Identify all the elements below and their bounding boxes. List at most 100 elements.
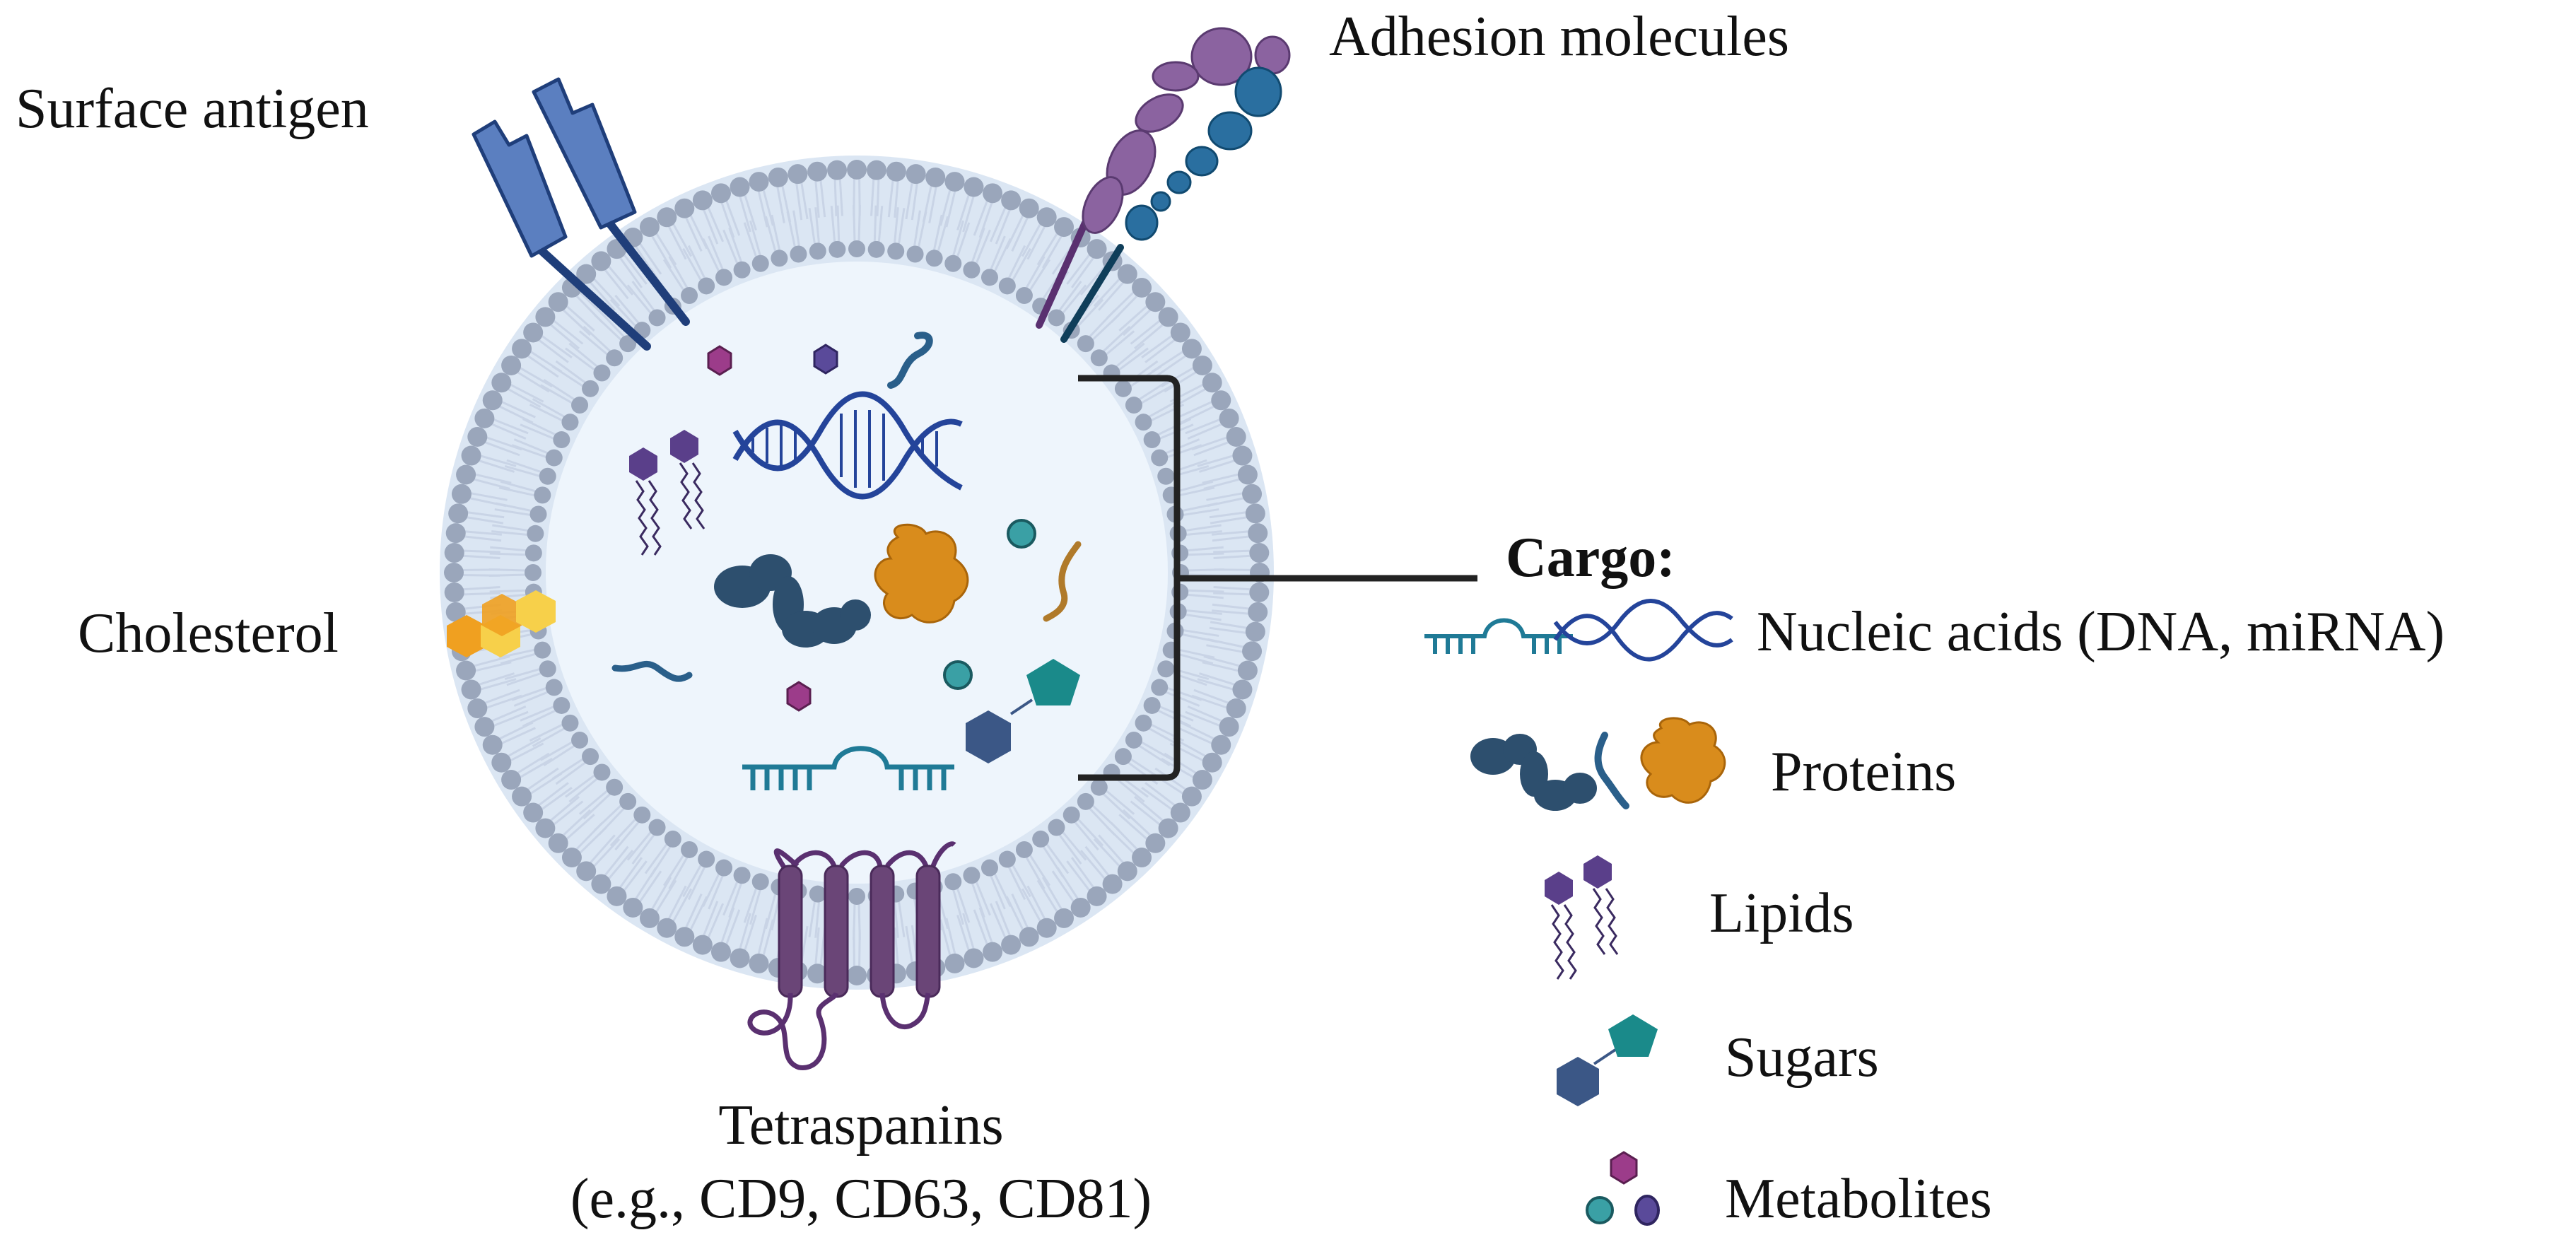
lipid-head — [501, 355, 522, 375]
lipid-head — [681, 287, 698, 305]
lipid-head — [1249, 543, 1270, 563]
proteins-legend-icon — [1470, 717, 1726, 811]
cargo-bracket — [1078, 375, 1477, 781]
lipid-head — [591, 251, 611, 271]
lipid-head — [607, 886, 627, 906]
lipid-head — [1036, 918, 1057, 938]
lipid-head — [733, 261, 751, 279]
lipid-head — [553, 696, 570, 714]
cholesterol-icon — [447, 590, 556, 657]
lipid-head — [1135, 714, 1152, 732]
lipid-head — [1090, 349, 1108, 367]
lipid-head — [571, 397, 589, 414]
lipid-head — [553, 431, 570, 449]
lipid-head — [1232, 679, 1253, 700]
lipid-head — [829, 240, 846, 258]
lipid-head — [1232, 445, 1253, 466]
lipid-head — [1211, 734, 1231, 755]
lipid-head — [730, 948, 750, 968]
lipid-head — [998, 850, 1016, 868]
vesicle — [440, 156, 1274, 990]
lipid-head — [1151, 679, 1169, 696]
lipid-head — [1001, 190, 1021, 211]
lipid-head — [657, 918, 677, 938]
lipid-head — [445, 523, 466, 544]
lipid-head — [983, 183, 1003, 204]
lipid-head — [790, 245, 807, 263]
lipid-head — [674, 927, 695, 947]
lipid-head — [998, 277, 1016, 295]
metabolite-icon — [1007, 519, 1036, 549]
lipid-head — [847, 966, 867, 985]
lipid-head — [571, 731, 589, 749]
lipid-head — [944, 254, 962, 272]
lipid-head — [606, 778, 623, 796]
lipid-head — [1102, 874, 1123, 894]
lipid-head — [523, 802, 544, 823]
lipid-head — [1087, 239, 1107, 259]
lipid-head — [1192, 770, 1212, 790]
lipid-head — [1048, 309, 1065, 327]
lipid-head — [482, 734, 503, 755]
sugars-legend-icon — [1557, 1014, 1658, 1106]
lipid-head — [1170, 802, 1190, 823]
lipid-head — [461, 679, 481, 700]
lipid-head — [1211, 390, 1231, 411]
lipid-head — [1249, 582, 1270, 602]
lipid-head — [548, 292, 568, 312]
lipid-head — [525, 544, 542, 562]
lipid-head — [807, 161, 828, 182]
lipid-head — [576, 861, 597, 882]
lipid-head — [1145, 292, 1166, 312]
lipid-head — [698, 850, 715, 868]
lipid-head — [1145, 833, 1166, 853]
lipid-head — [1054, 908, 1075, 928]
lipid-head — [1117, 264, 1137, 284]
lipid-head — [944, 953, 965, 973]
lipid-head — [535, 307, 556, 327]
lipid-head — [461, 445, 481, 466]
lipid-head — [1132, 848, 1152, 868]
lipid-head — [1054, 217, 1075, 238]
lipid-head — [733, 867, 751, 884]
lipid-head — [482, 390, 503, 411]
lipid-head — [1219, 717, 1239, 737]
lipid-head — [1087, 886, 1107, 906]
lipid-head — [467, 698, 488, 719]
lipid-head — [980, 269, 998, 286]
lipid-head — [1151, 449, 1169, 467]
nucleic-acids-legend-icon — [1424, 599, 1733, 662]
lipid-head — [906, 245, 924, 263]
lipid-head — [1242, 484, 1263, 504]
lipid-head — [445, 602, 466, 622]
dna-icon — [732, 391, 963, 500]
lipid-head — [1158, 307, 1178, 327]
lipid-head — [681, 841, 698, 858]
lipid-head — [1158, 818, 1178, 838]
lipid-head — [867, 240, 885, 258]
lipid-head — [768, 167, 788, 187]
sugars-label: Sugars — [1725, 1026, 1879, 1089]
lipid-head — [523, 322, 544, 343]
lipid-head — [545, 679, 563, 696]
lipid-head — [633, 806, 651, 824]
lipid-head — [1077, 335, 1094, 353]
lipid-head — [827, 160, 848, 180]
metabolite-icon — [813, 344, 838, 375]
tetraspanins-examples-label: (e.g., CD9, CD63, CD81) — [570, 1168, 1152, 1230]
lipid-head — [593, 763, 611, 781]
lipid-head — [1077, 792, 1094, 810]
cargo-legend: Cargo: Nucleic acids (DNA, miRNA) — [1424, 527, 2445, 1230]
lipid-head — [674, 198, 695, 218]
nucleic-acids-label: Nucleic acids (DNA, miRNA) — [1757, 601, 2445, 663]
surface-antigen-label: Surface antigen — [16, 78, 369, 140]
lipid-head — [648, 309, 666, 327]
peptide-icon — [611, 660, 693, 682]
lipid-head — [1015, 287, 1033, 305]
lipid-head — [944, 873, 962, 891]
lipid-head — [809, 885, 826, 903]
lipid-head — [1132, 277, 1152, 298]
lipid-head — [692, 190, 713, 211]
lipid-head — [623, 897, 643, 918]
